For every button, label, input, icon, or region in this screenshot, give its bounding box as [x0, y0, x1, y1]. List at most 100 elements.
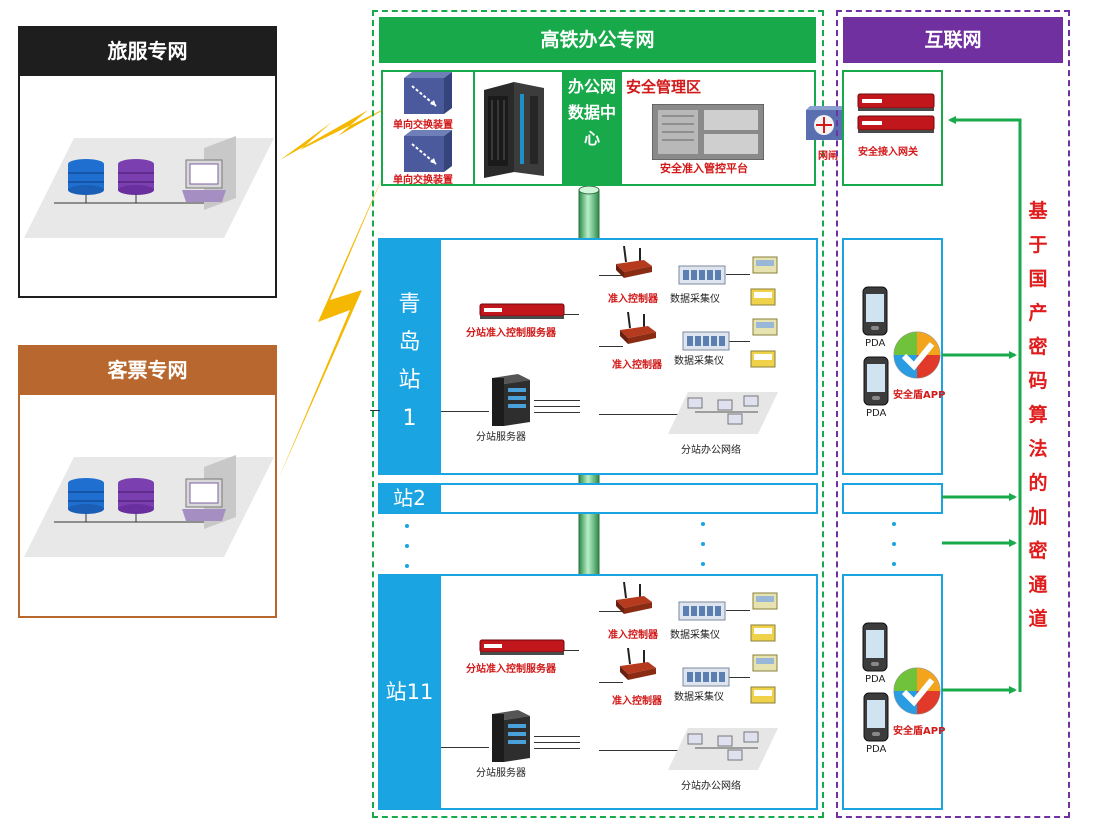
wire	[599, 750, 689, 751]
wire	[599, 682, 623, 683]
access-controller-icon	[618, 311, 658, 352]
security-app-icon	[892, 330, 942, 384]
pda-icon	[863, 692, 889, 746]
station-2-box	[378, 483, 818, 514]
network-gate-label: 网闸	[818, 151, 838, 162]
wire	[599, 611, 623, 612]
office-network-zone	[372, 10, 824, 818]
meter-icon	[752, 654, 778, 676]
channel-char: 密	[1028, 336, 1048, 358]
ellipsis-dot	[405, 544, 409, 548]
station-1-char: 站	[398, 368, 421, 393]
access-controller-icon	[614, 581, 654, 622]
computer-icon	[182, 455, 236, 529]
pda-icon	[862, 622, 888, 676]
ticket-network-title: 客票专网	[20, 347, 275, 395]
pda-label: PDA	[865, 674, 886, 685]
data-collector-icon	[678, 262, 726, 290]
wire	[726, 274, 750, 275]
travel-network-scene	[24, 136, 274, 238]
office-network-label: 分站办公网络	[681, 781, 741, 792]
one-way-switch-label-1: 单向交换装置	[393, 120, 453, 131]
ellipsis-dot	[892, 522, 896, 526]
access-control-server-icon	[478, 638, 566, 662]
ellipsis-dot	[405, 564, 409, 568]
meter-icon	[750, 350, 776, 372]
channel-char: 基	[1028, 200, 1048, 222]
database-icon	[118, 159, 154, 203]
datacenter-label: 办公网数据中心	[568, 77, 617, 148]
database-icon	[68, 159, 104, 203]
datacenter-divider	[473, 72, 475, 184]
channel-char: 码	[1028, 370, 1048, 392]
ellipsis-dot	[701, 522, 705, 526]
mgmt-platform-server-icon	[652, 104, 764, 160]
meter-icon	[752, 318, 778, 340]
pda-label: PDA	[866, 744, 887, 755]
wire	[599, 275, 623, 276]
channel-char: 法	[1028, 438, 1048, 460]
ticket-network-scene	[24, 455, 274, 557]
station-1-char: 1	[402, 406, 417, 431]
station-server-icon	[488, 708, 534, 768]
wire	[599, 414, 689, 415]
gateway-label: 安全接入网关	[858, 147, 918, 158]
access-controller-label: 准入控制器	[608, 294, 658, 305]
channel-char: 国	[1028, 268, 1048, 290]
security-app-label: 安全盾APP	[893, 390, 946, 401]
channel-char: 产	[1028, 302, 1048, 324]
access-controller-icon	[614, 245, 654, 286]
security-mgmt-zone-title: 安全管理区	[626, 78, 702, 96]
wire	[534, 736, 580, 737]
database-icon	[118, 478, 154, 522]
travel-network-title: 旅服专网	[20, 28, 275, 76]
station-1-link	[370, 410, 380, 411]
access-control-server-label: 分站准入控制服务器	[466, 664, 556, 675]
data-collector-label: 数据采集仪	[670, 294, 720, 305]
access-control-server-label: 分站准入控制服务器	[466, 328, 556, 339]
one-way-switch-icon	[404, 130, 452, 172]
channel-char: 加	[1028, 506, 1048, 528]
security-app-icon	[892, 666, 942, 720]
data-collector-label: 数据采集仪	[670, 630, 720, 641]
channel-char: 道	[1028, 608, 1048, 630]
internet-title: 互联网	[843, 17, 1063, 63]
wire	[534, 748, 580, 749]
data-collector-label: 数据采集仪	[674, 356, 724, 367]
wire	[534, 412, 580, 413]
encrypted-channel-label: 基于国产密码算法的加密通道	[1026, 194, 1050, 636]
station-2-label: 站2	[378, 483, 441, 514]
ellipsis-dot	[701, 562, 705, 566]
meter-icon	[750, 686, 776, 708]
access-controller-label: 准入控制器	[612, 360, 662, 371]
data-collector-icon	[682, 664, 730, 692]
lightning-bolt-icon	[280, 105, 392, 160]
meter-icon	[752, 592, 778, 614]
station-1-char: 岛	[398, 330, 421, 355]
access-controller-icon	[618, 647, 658, 688]
wire	[555, 650, 579, 651]
office-network-icon	[668, 726, 778, 776]
pda-icon	[862, 286, 888, 340]
ticket-network-panel: 客票专网	[18, 345, 277, 618]
wire	[534, 742, 580, 743]
data-collector-icon	[682, 328, 730, 356]
ellipsis-dot	[892, 542, 896, 546]
wire	[726, 341, 750, 342]
data-collector-icon	[678, 598, 726, 626]
wire	[441, 411, 489, 412]
wire	[726, 610, 750, 611]
meter-icon	[750, 624, 776, 646]
access-control-server-icon	[478, 302, 566, 326]
mgmt-platform-label: 安全准入管控平台	[660, 162, 748, 175]
database-icon	[68, 478, 104, 522]
internet-zone	[836, 10, 1070, 818]
wire	[555, 314, 579, 315]
meter-icon	[752, 256, 778, 278]
gateway-device-icon	[857, 93, 935, 133]
wire	[441, 747, 489, 748]
channel-char: 的	[1028, 472, 1048, 494]
station-1-label: 青 岛 站 1	[378, 238, 441, 475]
